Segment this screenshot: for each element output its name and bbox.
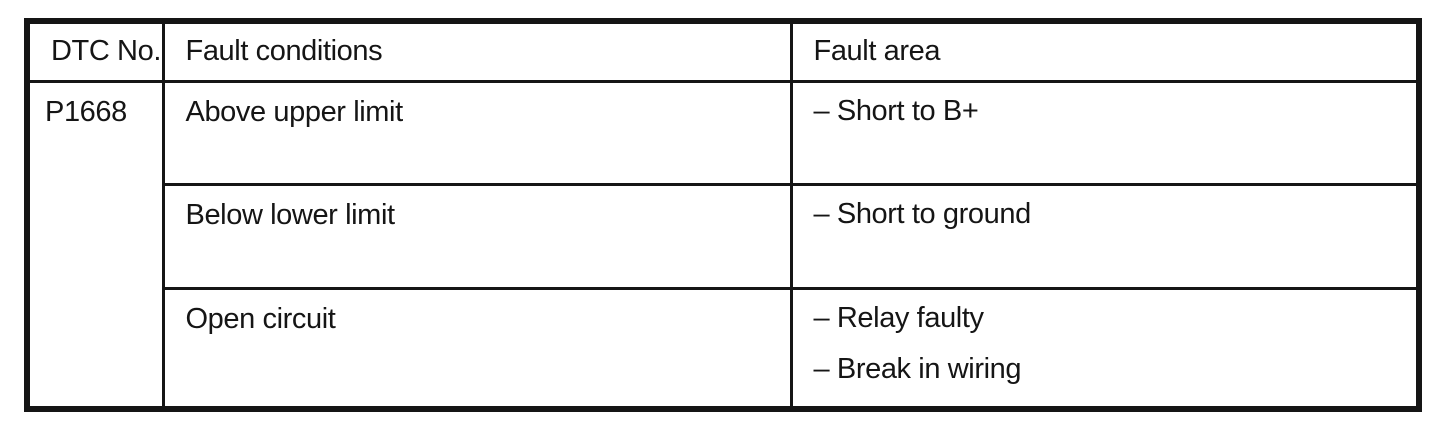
fault-area-item: – Short to B+ <box>813 94 979 127</box>
table-row: Open circuit – Relay faulty – Break in w… <box>27 286 1421 411</box>
table-row: P1668 Above upper limit – Short to B+ <box>25 79 1421 411</box>
dtc-fault-table: DTC No. Fault conditions Fault area P166… <box>24 18 1422 412</box>
header-fault-conditions: Fault conditions <box>161 19 793 83</box>
fault-condition-cell: Below lower limit <box>161 182 793 290</box>
header-fault-area: Fault area <box>789 19 1421 83</box>
fault-area-cell: – Relay faulty – Break in wiring <box>789 286 1421 411</box>
dtc-code-cell: P1668 <box>25 79 165 411</box>
fault-area-item: – Break in wiring <box>813 352 1022 385</box>
fault-condition-cell: Above upper limit <box>161 79 793 186</box>
fault-area-cell: – Short to ground <box>789 182 1421 290</box>
fault-area-item: – Relay faulty <box>813 301 985 334</box>
fault-area-item: – Short to ground <box>813 197 1032 230</box>
fault-condition-cell: Open circuit <box>161 286 793 411</box>
table-row: Below lower limit – Short to ground <box>27 182 1421 290</box>
header-dtc-no: DTC No. <box>25 19 165 83</box>
table-header-row: DTC No. Fault conditions Fault area <box>25 19 1421 83</box>
fault-area-cell: – Short to B+ <box>789 79 1421 186</box>
